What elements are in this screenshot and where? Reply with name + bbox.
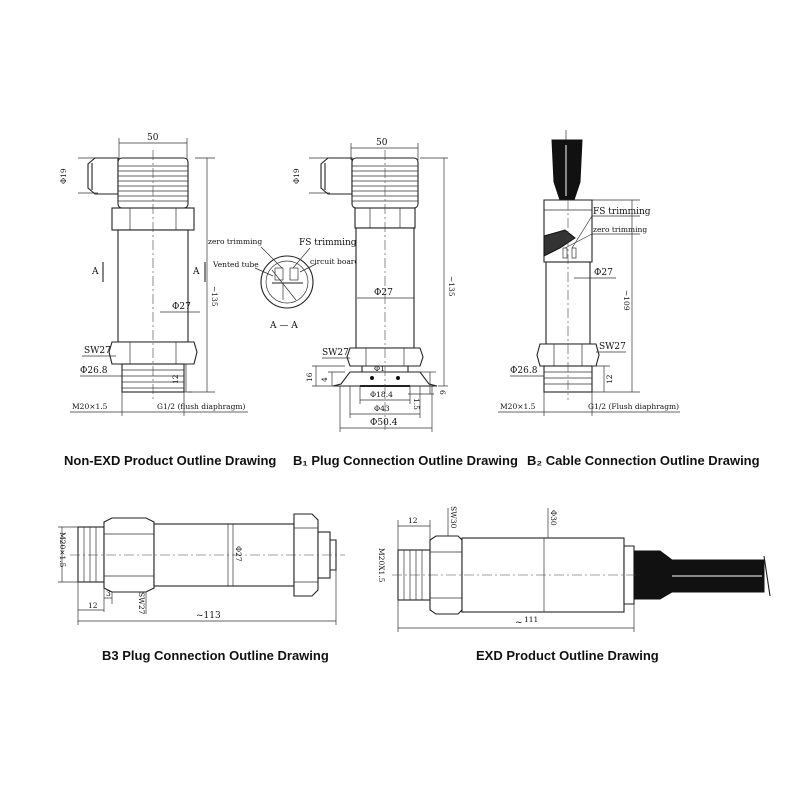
- phi27-dim: Φ27: [172, 302, 191, 312]
- sw30-dim: SW30: [449, 506, 458, 529]
- sw27-dim: SW27: [322, 348, 349, 358]
- thread-dim: M20X1.5: [377, 548, 386, 583]
- section-a-right: A: [192, 267, 200, 277]
- h12-dim: 12: [605, 374, 614, 384]
- phi268-dim: Φ26.8: [80, 366, 108, 376]
- width-dim: 50: [147, 133, 159, 143]
- fs-trimming-label: FS trimming: [593, 207, 651, 217]
- zero-trimming-label: zero trimming: [208, 237, 262, 246]
- sw27-dim: SW27: [599, 342, 626, 352]
- circuit-board-label: circuit board: [310, 257, 359, 266]
- h4-dim: 4: [320, 377, 329, 382]
- caption-b2: B₂ Cable Connection Outline Drawing: [527, 453, 760, 468]
- b2-drawing: FS trimming zero trimming Φ27 ~109 SW27 …: [498, 130, 680, 416]
- section-aa-label: A — A: [269, 321, 298, 331]
- h12-dim: 12: [88, 601, 98, 610]
- width-dim: 50: [376, 138, 388, 148]
- b3-drawing: M20×1.5 Φ27 12 3 SW27 ~113: [58, 513, 345, 625]
- length-dim: ~135: [210, 286, 219, 307]
- sw27-dim: SW27: [84, 346, 111, 356]
- phi27-dim: Φ27: [594, 268, 613, 278]
- phi504-dim: Φ50.4: [370, 418, 398, 428]
- length-val: 111: [524, 615, 538, 624]
- vented-tube-label: Vented tube: [212, 260, 259, 269]
- zero-trimming-label: zero trimming: [593, 225, 647, 234]
- g12-dim: G1/2 (flush diaphragm): [157, 402, 246, 411]
- h12-dim: 12: [408, 516, 418, 525]
- h3-dim: 3: [106, 589, 111, 598]
- length-dim: ~113: [196, 611, 221, 621]
- phi27-dim: Φ27: [374, 288, 393, 298]
- non-exd-drawing: 50 Φ19: [59, 133, 359, 416]
- thread-dim: M20×1.5: [58, 532, 67, 568]
- thread-dim: M20×1.5: [72, 402, 108, 411]
- g12-dim: G1/2 (Flush diaphragm): [588, 402, 679, 411]
- h16-dim: 16: [305, 372, 314, 382]
- phi-small-dim: Φ1: [374, 364, 385, 373]
- phi30-dim: Φ30: [549, 510, 558, 526]
- caption-b1: B₁ Plug Connection Outline Drawing: [293, 453, 518, 468]
- sw27-dim: SW27: [137, 592, 146, 615]
- length-tilde: ~: [515, 618, 523, 628]
- caption-b3: B3 Plug Connection Outline Drawing: [102, 648, 329, 663]
- h6-dim: 6: [438, 390, 447, 395]
- phi19-dim: Φ19: [292, 168, 301, 184]
- length-dim: ~135: [447, 276, 456, 297]
- h15-dim: 1.5: [412, 398, 421, 410]
- caption-exd: EXD Product Outline Drawing: [476, 648, 659, 663]
- section-a-left: A: [91, 267, 99, 277]
- phi268-dim: Φ26.8: [510, 366, 538, 376]
- phi27-dim: Φ27: [234, 546, 243, 562]
- h12-dim: 12: [171, 374, 180, 384]
- thread-dim: M20×1.5: [500, 402, 536, 411]
- caption-non-exd: Non-EXD Product Outline Drawing: [64, 453, 276, 468]
- phi184-dim: Φ18.4: [370, 390, 393, 399]
- phi43-dim: Φ43: [374, 404, 390, 413]
- b1-drawing: 50 Φ19: [292, 138, 456, 432]
- section-aa-view: zero trimming FS trimming Vented tube ci…: [208, 237, 359, 331]
- fs-trimming-label: FS trimming: [299, 238, 357, 248]
- length-dim: ~109: [622, 290, 631, 311]
- exd-drawing: 12 SW30 Φ30 M20X1.5 ~ 111: [377, 506, 771, 632]
- phi19-dim: Φ19: [59, 168, 68, 184]
